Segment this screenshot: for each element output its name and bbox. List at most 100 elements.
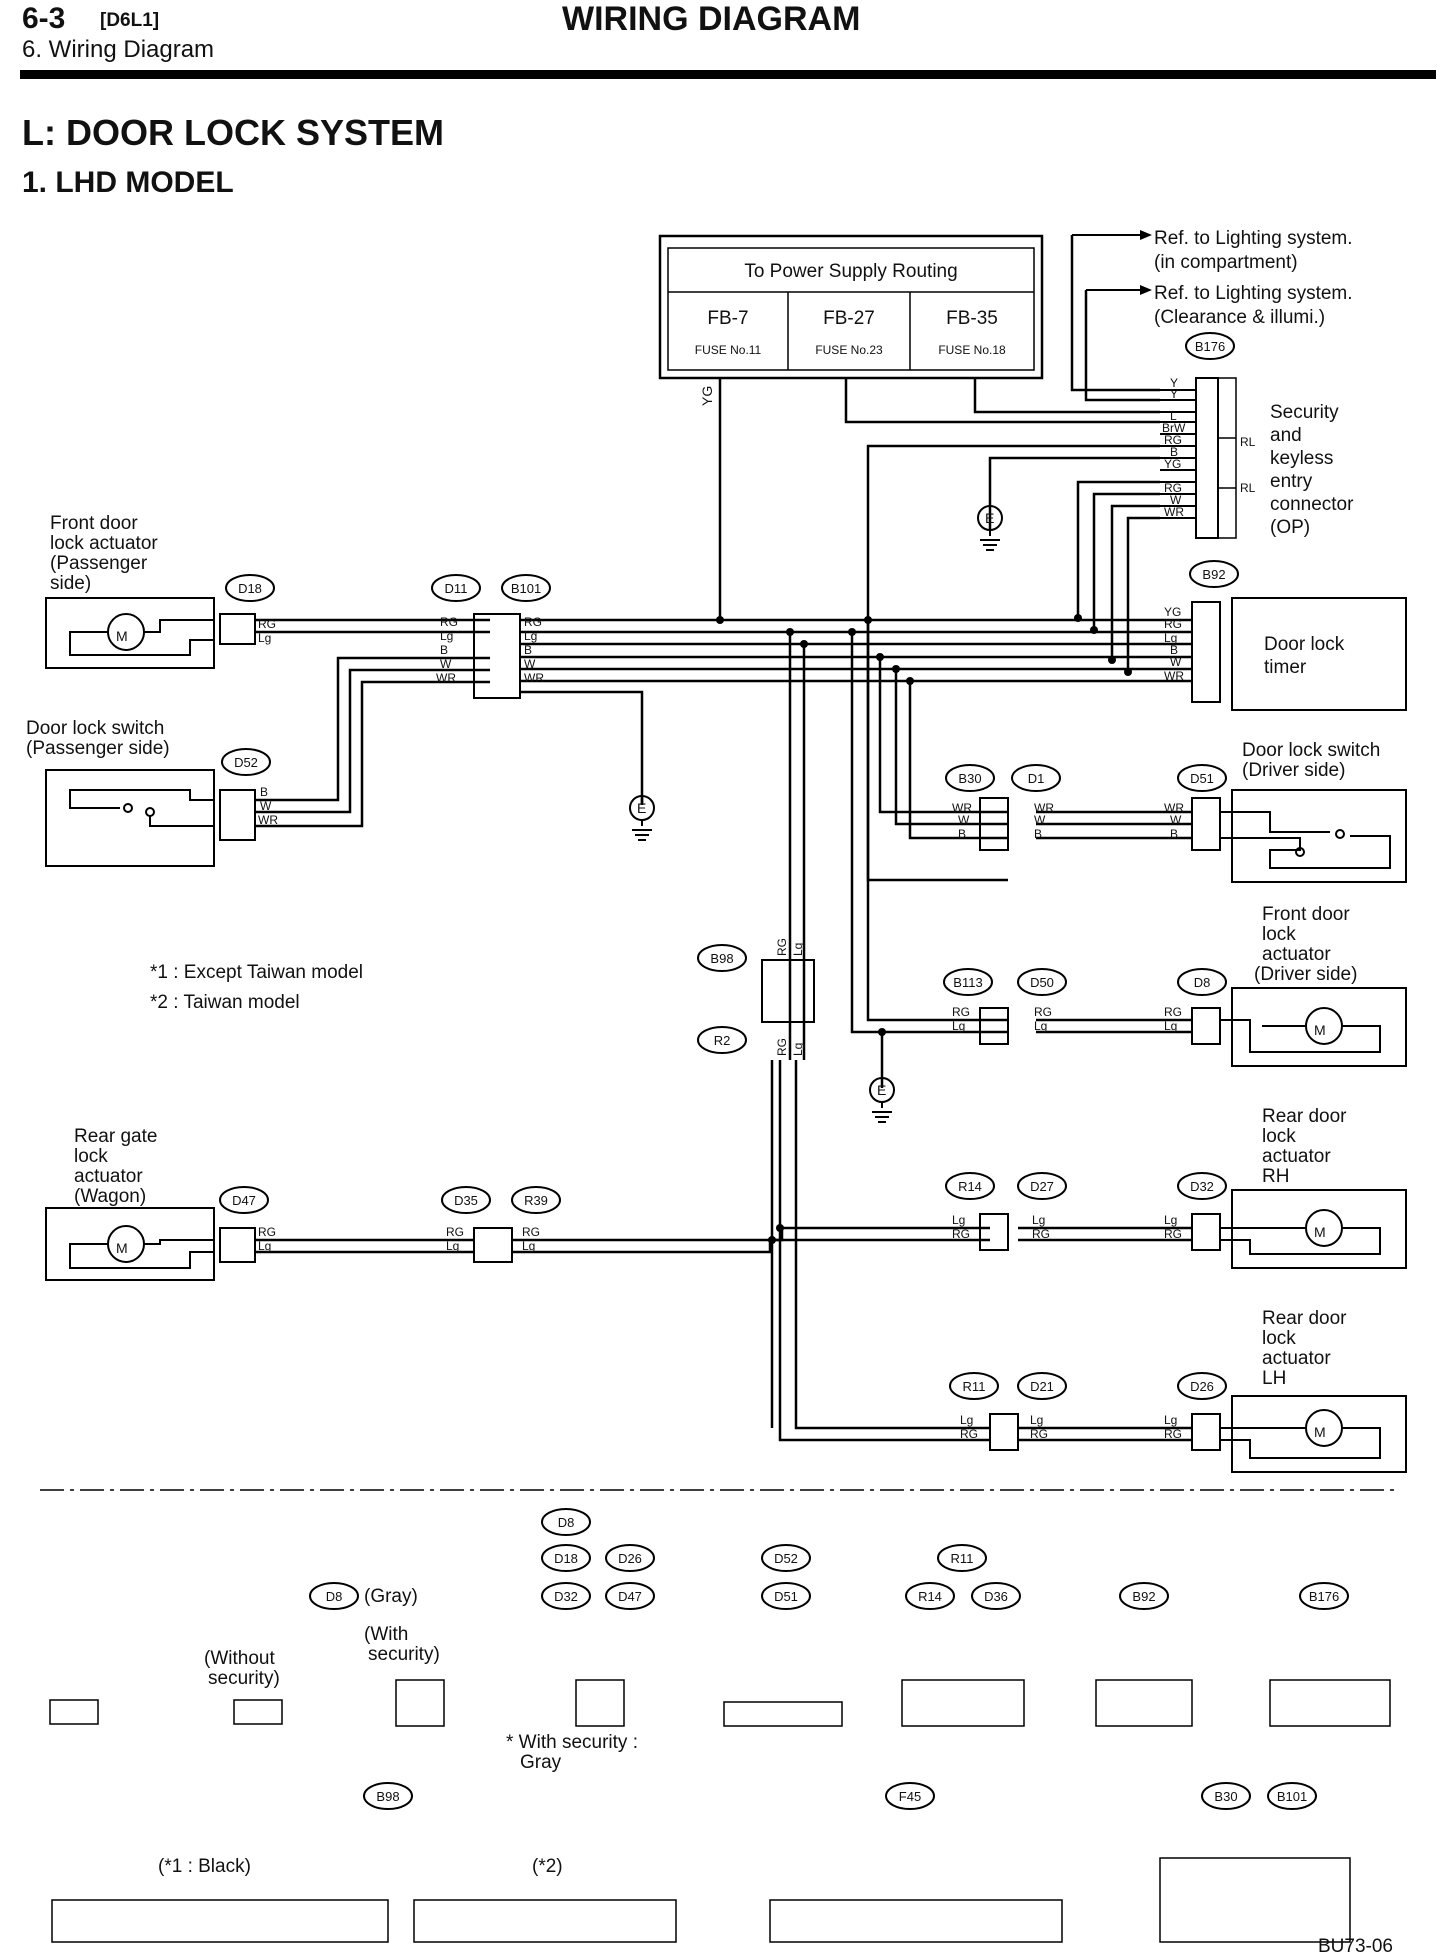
switch-pass-label-2: (Passenger side) [26, 738, 170, 759]
ref-lighting-2: Ref. to Lighting system. [1154, 283, 1353, 304]
wire-lg-timer: Lg [1164, 631, 1177, 645]
wire-yg-timer: YG [1164, 605, 1181, 619]
connector-id-b98: B98 [697, 944, 747, 972]
connector-id-d21: D21 [1017, 1372, 1067, 1400]
svg-text:D26: D26 [618, 1551, 642, 1566]
connector-id-d32: D32 [1177, 1172, 1227, 1200]
legend-b176: B176 [1299, 1582, 1349, 1610]
rear-rh-label-1: Rear door [1262, 1106, 1347, 1127]
svg-text:D11: D11 [445, 581, 468, 596]
svg-text:B113: B113 [953, 975, 982, 990]
section-title: L: DOOR LOCK SYSTEM [22, 112, 444, 153]
wire-rg-d26: RG [1164, 1427, 1182, 1441]
security-label-2: and [1270, 425, 1302, 446]
connector-id-d27: D27 [1017, 1172, 1067, 1200]
legend-d51: D51 [761, 1582, 811, 1610]
legend-b98: B98 [363, 1782, 413, 1810]
svg-text:D18: D18 [238, 581, 262, 596]
wire-yg-sec: YG [1164, 457, 1181, 471]
wire-rg-b98: RG [775, 938, 789, 956]
wire-y-1: Y [1170, 376, 1178, 390]
legend-without-security-2: security) [208, 1668, 280, 1689]
wire-wr-b101: WR [524, 671, 544, 685]
wire-lg-d32: Lg [1164, 1213, 1177, 1227]
wire-lg-b98: Lg [791, 943, 805, 956]
svg-text:D32: D32 [554, 1589, 578, 1604]
connector-id-d11: D11 [431, 574, 481, 602]
wire-w-d1: W [1034, 813, 1046, 827]
fuse-no-23: FUSE No.23 [815, 343, 883, 357]
wire-wr-timer: WR [1164, 669, 1184, 683]
legend-without-security-1: (Without [204, 1648, 275, 1669]
svg-text:M: M [1314, 1424, 1326, 1440]
fr-actuator-label-3: actuator [1262, 944, 1331, 965]
fr-actuator-label-1: Front door [1262, 904, 1350, 925]
wire-b-d11: B [440, 643, 448, 657]
connector-id-r39: R39 [511, 1186, 561, 1214]
connector-id-d47: D47 [219, 1186, 269, 1214]
ground-label-mid: E [637, 800, 646, 816]
svg-text:D50: D50 [1030, 975, 1054, 990]
legend-ids: D8 D18 D26 D32 D47 D8 D52 D51 R11 R14 D3… [309, 1508, 1349, 1810]
junction-b98-r2 [761, 959, 815, 1023]
page-number: 6-3 [22, 2, 66, 35]
fuse-id-fb27: FB-27 [823, 308, 875, 329]
svg-text:D51: D51 [774, 1589, 798, 1604]
svg-text:B30: B30 [1214, 1789, 1237, 1804]
wire-wr-d52: WR [258, 813, 278, 827]
connector-id-r14: R14 [945, 1172, 995, 1200]
rl-label-2: RL [1240, 481, 1256, 495]
svg-text:B176: B176 [1195, 339, 1225, 354]
wire-yg-power: YG [699, 386, 715, 406]
wire-rg-r11: RG [960, 1427, 978, 1441]
security-label-1: Security [1270, 402, 1339, 423]
wire-b-b30: B [958, 827, 966, 841]
wire-w-d52: W [260, 799, 272, 813]
legend-r11: R11 [937, 1544, 987, 1572]
wire-lg-r11: Lg [960, 1413, 973, 1427]
switch-drv-label-1: Door lock switch [1242, 740, 1380, 761]
legend-d52: D52 [761, 1544, 811, 1572]
wire-rg-sec: RG [1164, 433, 1182, 447]
legend-d32: D32 [541, 1582, 591, 1610]
ground-label-top: E [985, 510, 994, 526]
section-name: 6. Wiring Diagram [22, 36, 215, 63]
wire-lg-d27: Lg [1032, 1213, 1045, 1227]
fl-actuator-label-2: lock actuator [50, 533, 158, 554]
legend-black-note: (*1 : Black) [158, 1856, 251, 1877]
security-label-4: entry [1270, 471, 1313, 492]
ground-symbol-top [977, 495, 1003, 551]
svg-text:D47: D47 [618, 1589, 642, 1604]
svg-text:D26: D26 [1190, 1379, 1214, 1394]
security-wires [1160, 389, 1196, 519]
svg-text:R39: R39 [524, 1193, 548, 1208]
connector-id-d50: D50 [1017, 968, 1067, 996]
wire-b-b101: B [524, 643, 532, 657]
wire-rg-d50: RG [1034, 1005, 1052, 1019]
legend-with-security-2: security) [368, 1644, 440, 1665]
wire-rg-sec-2: RG [1164, 481, 1182, 495]
ground-symbol-low [869, 1077, 895, 1123]
rear-gate-actuator: M [45, 1207, 215, 1281]
note-except-taiwan: *1 : Except Taiwan model [150, 962, 363, 983]
fuse-no-11: FUSE No.11 [695, 343, 762, 357]
svg-text:B101: B101 [1277, 1789, 1307, 1804]
figure-code: BU73-06 [1318, 1936, 1393, 1957]
legend-d8-gray: D8 [309, 1582, 359, 1610]
rear-door-actuator-rh: M [1220, 1189, 1407, 1269]
fl-actuator-label-1: Front door [50, 513, 138, 534]
wire-b-d1: B [1034, 827, 1042, 841]
wire-rg-d32: RG [1164, 1227, 1182, 1241]
wire-rg-d47: RG [258, 1225, 276, 1239]
rear-door-actuator-lh: M [1220, 1395, 1407, 1473]
svg-text:B30: B30 [958, 771, 981, 786]
svg-text:R14: R14 [918, 1589, 942, 1604]
wire-rg-b101: RG [524, 615, 542, 629]
legend-connector-faces [49, 1679, 1391, 1943]
connector-id-b30: B30 [945, 764, 995, 792]
wire-w-b30: W [958, 813, 970, 827]
svg-text:D52: D52 [234, 755, 258, 770]
connector-id-d1: D1 [1011, 764, 1061, 792]
switch-pass-label-1: Door lock switch [26, 718, 164, 739]
connector-id-d35: D35 [441, 1186, 491, 1214]
